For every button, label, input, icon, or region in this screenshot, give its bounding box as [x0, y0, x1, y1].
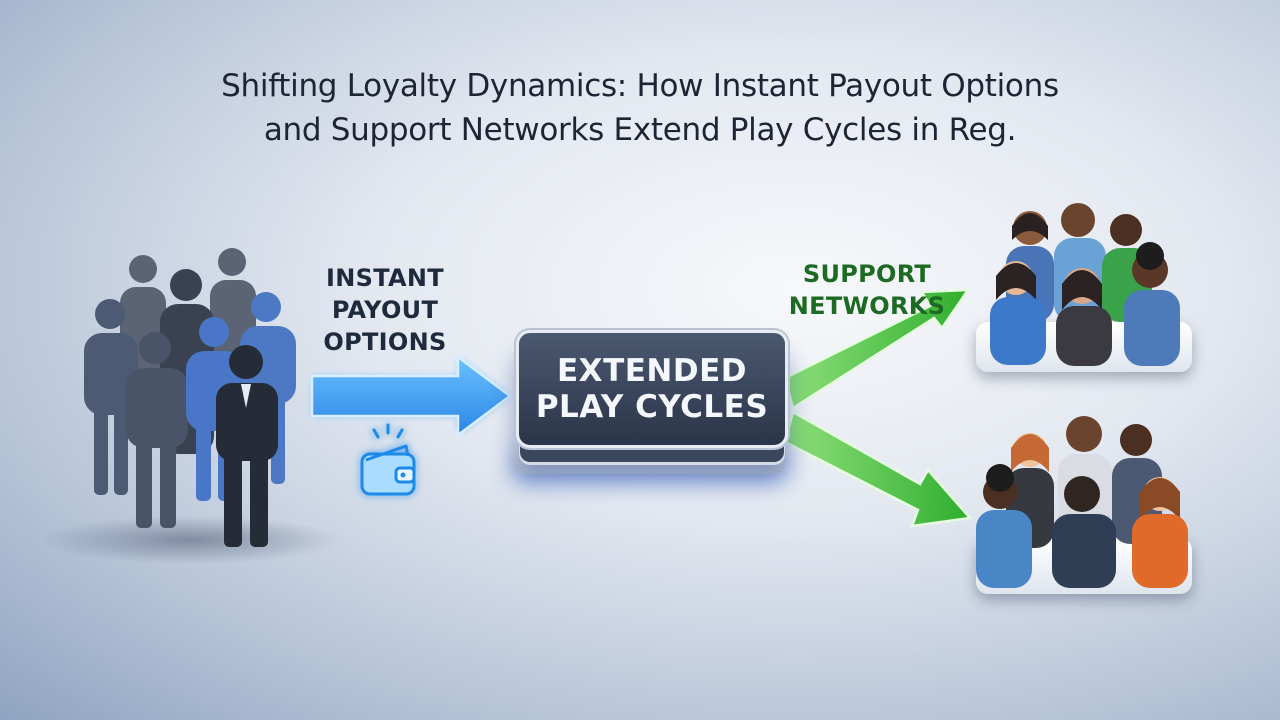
- support-network-arrow-up: [783, 288, 971, 410]
- support-label-line-1: SUPPORT: [802, 260, 932, 288]
- payout-label-line-2: PAYOUT: [331, 296, 439, 324]
- title-line-1: Shifting Loyalty Dynamics: How Instant P…: [221, 68, 1059, 104]
- instant-payout-label: INSTANT PAYOUT OPTIONS: [300, 262, 470, 358]
- instant-payout-arrow: [310, 354, 513, 438]
- support-label-line-2: NETWORKS: [788, 292, 946, 320]
- support-network-arrow-down: [783, 410, 973, 528]
- extended-play-cycles-hub: EXTENDED PLAY CYCLES: [516, 330, 788, 448]
- hub-label-line-2: PLAY CYCLES: [535, 389, 769, 425]
- support-networks-label: SUPPORT NETWORKS: [772, 258, 962, 322]
- hub-label-line-1: EXTENDED: [557, 353, 747, 389]
- payout-label-line-3: OPTIONS: [323, 328, 447, 356]
- payout-label-line-1: INSTANT: [326, 264, 444, 292]
- person-group-icon: [84, 248, 296, 547]
- diagram-title: Shifting Loyalty Dynamics: How Instant P…: [0, 64, 1280, 152]
- title-line-2: and Support Networks Extend Play Cycles …: [263, 112, 1017, 148]
- wallet-icon: [360, 423, 416, 496]
